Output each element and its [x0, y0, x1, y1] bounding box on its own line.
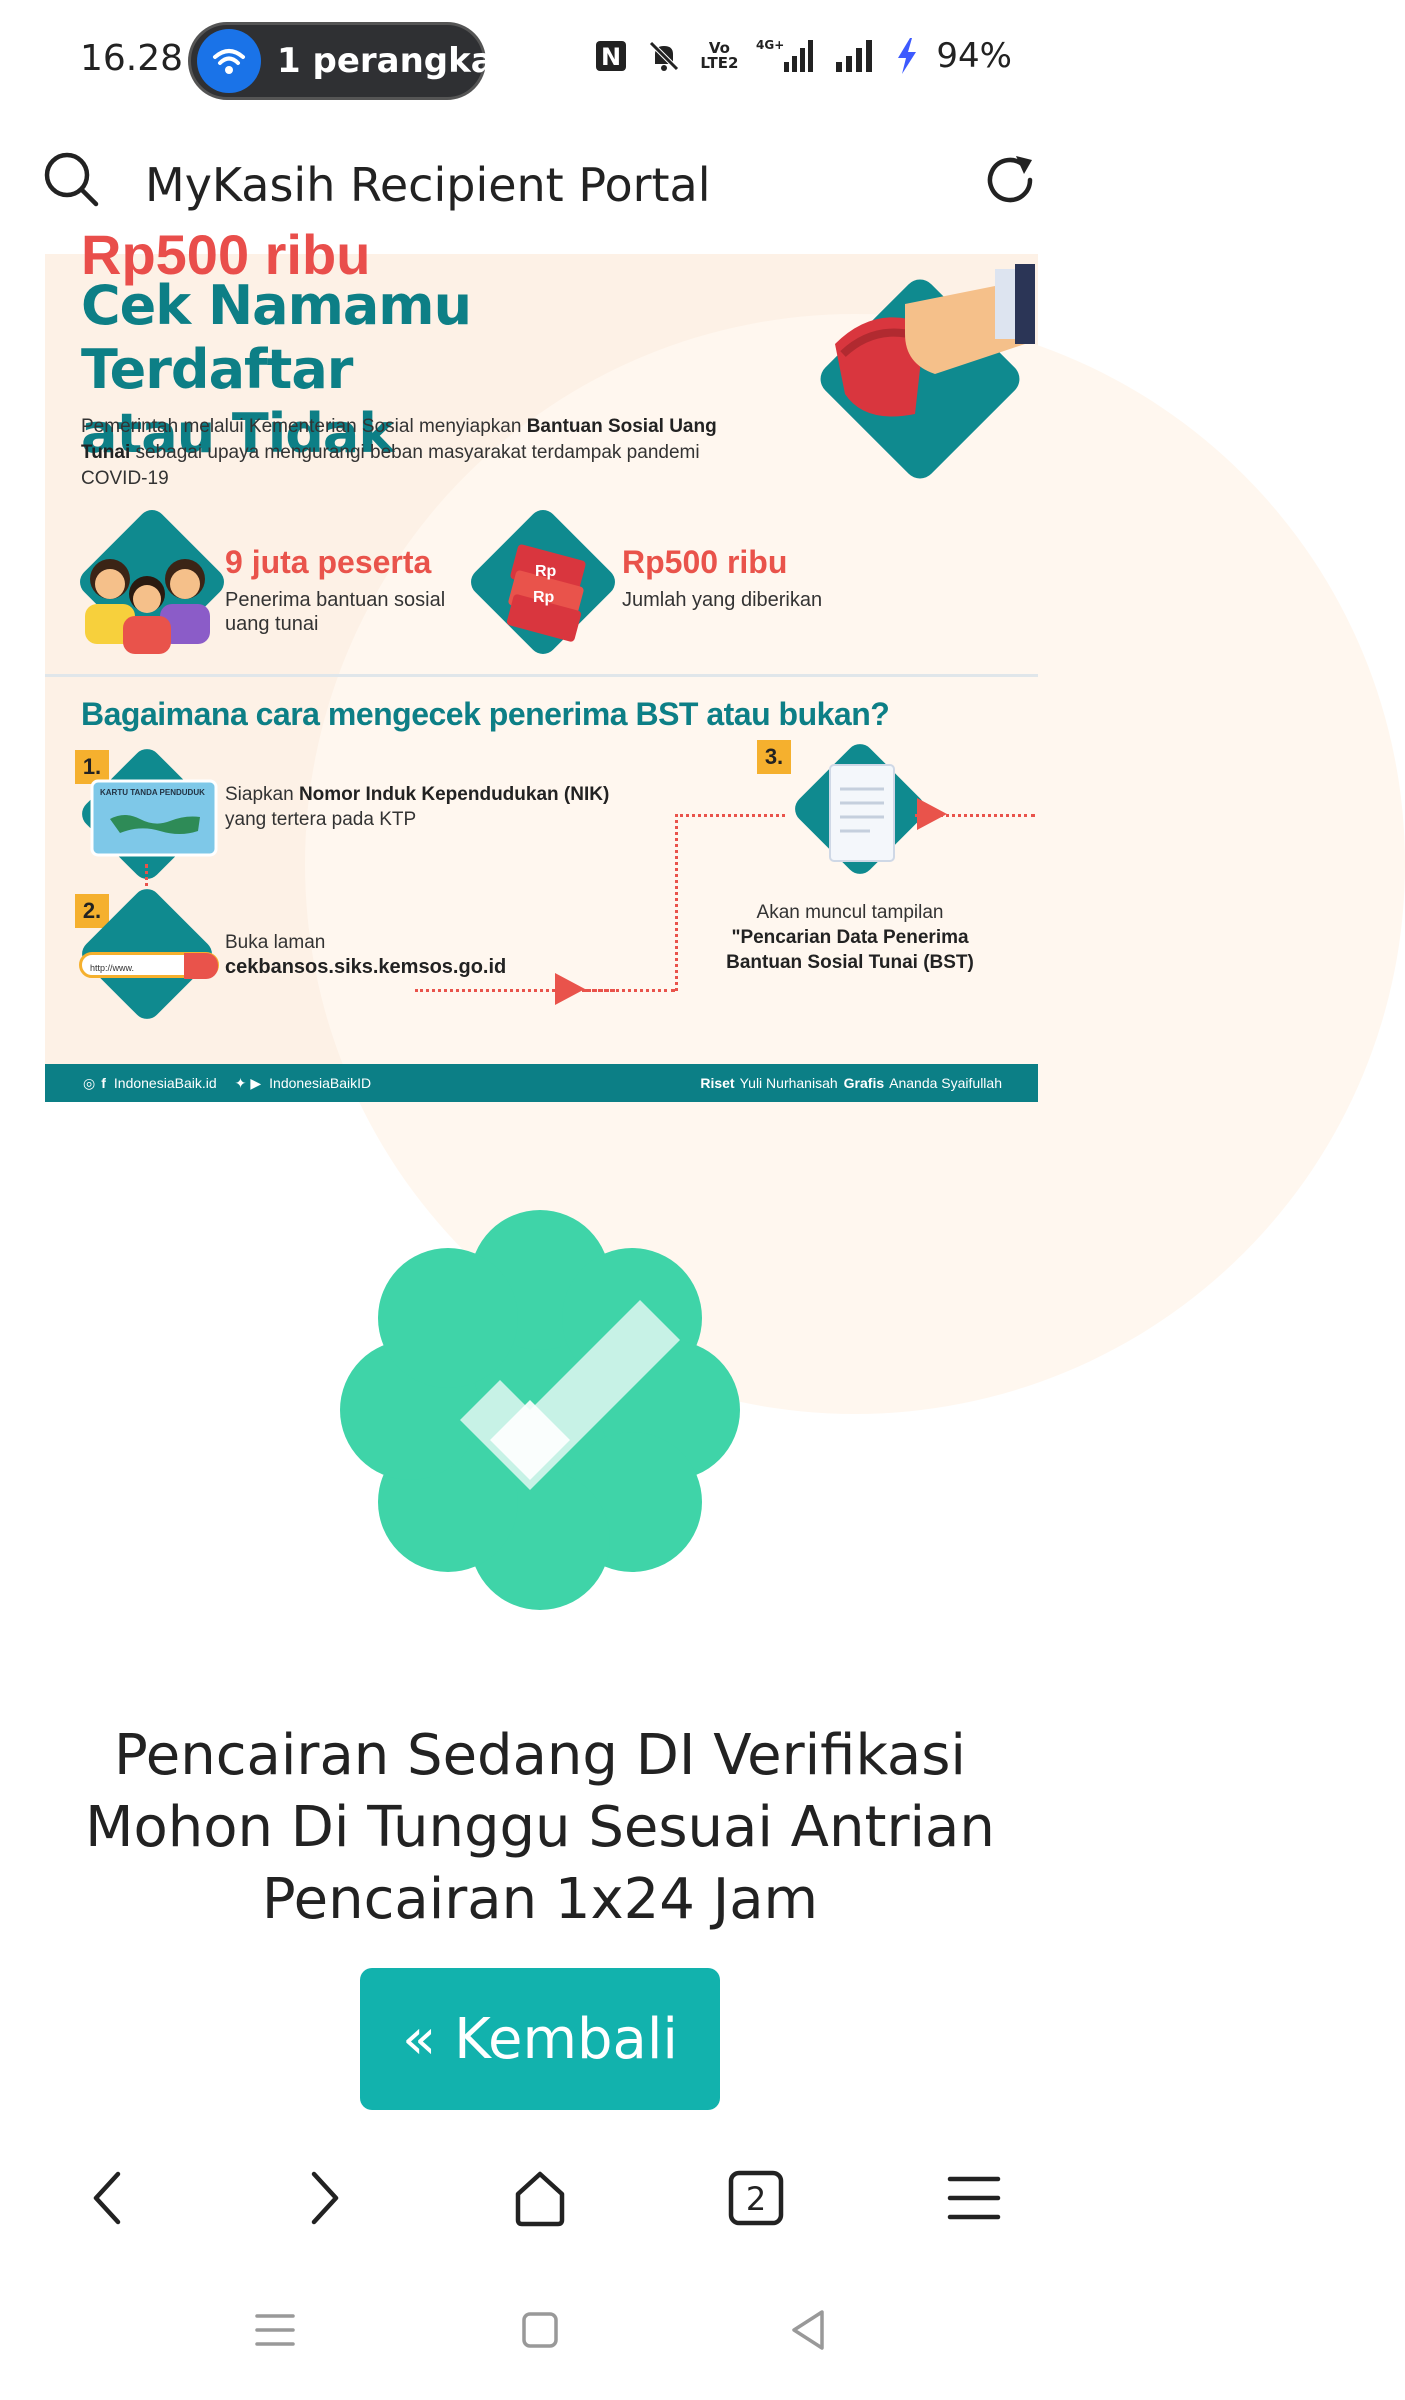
system-back-icon[interactable] [778, 2300, 838, 2360]
browser-header [0, 120, 1080, 250]
step2-text: Buka laman cekbansos.siks.kemsos.go.id [225, 932, 507, 978]
step3-number: 3. [757, 740, 791, 774]
step2-connector-v [675, 814, 678, 991]
page-title[interactable]: MyKasih Recipient Portal [145, 158, 711, 212]
bell-muted-icon [646, 38, 682, 74]
step2-number: 2. [75, 894, 109, 928]
volte-icon: Vo LTE2 [700, 41, 738, 71]
tabs-button[interactable]: 2 [716, 2158, 796, 2238]
step2-connector-h2 [585, 989, 675, 992]
hand-money-illustration [805, 264, 1035, 499]
svg-text:Rp: Rp [535, 563, 557, 580]
hotspot-icon [197, 29, 261, 93]
step2-connector-h [415, 989, 615, 992]
volte-top: Vo [708, 39, 730, 57]
search-icon[interactable] [42, 150, 102, 215]
back-arrow-icon[interactable] [68, 2158, 148, 2238]
verified-badge-icon [340, 1210, 740, 1615]
step1-connector [145, 864, 148, 894]
svg-text:Rp: Rp [533, 589, 555, 606]
step2-arrow [555, 973, 585, 1005]
hotspot-indicator[interactable]: 1 perangka [188, 22, 494, 100]
svg-text:4G+: 4G+ [756, 38, 784, 52]
svg-text:N: N [601, 43, 621, 71]
infographic-intro: Pemerintah melalui Kementerian Sosial me… [81, 416, 717, 489]
volte-bottom: LTE2 [700, 54, 739, 72]
system-recents-icon[interactable] [245, 2300, 305, 2360]
stat1-text: Penerima bantuan sosial uang tunai [225, 589, 446, 635]
money-illustration: Rp Rp [493, 536, 603, 651]
status-time: 16.28 [80, 38, 184, 79]
status-message: Pencairan Sedang DI Verifikasi Mohon Di … [85, 1723, 995, 1932]
status-icons: N Vo LTE2 4G+ [594, 36, 1012, 76]
url-bar-illustration: http://www. [79, 952, 219, 979]
document-illustration [820, 759, 910, 874]
infographic-footer: ◎ f IndonesiaBaik.id ✦ ▶ IndonesiaBaikID… [45, 1064, 1038, 1102]
reload-icon[interactable] [980, 150, 1040, 215]
tabs-count: 2 [746, 2180, 766, 2218]
infographic-divider [45, 674, 1038, 677]
stat1-heading: 9 juta peserta [225, 544, 432, 580]
nfc-icon: N [594, 39, 628, 73]
step3-text: Akan muncul tampilan "Pencarian Data Pen… [726, 902, 974, 973]
infographic-image: Rp500 ribu Cek Namamu Terdaftar atau Tid… [45, 223, 1405, 1414]
facebook-icon: f [101, 1075, 106, 1091]
battery-level: 94% [936, 36, 1012, 76]
instagram-icon: ◎ [83, 1074, 96, 1091]
stat2-heading: Rp500 ribu [622, 544, 788, 580]
home-icon[interactable] [500, 2158, 580, 2238]
signal-icon [834, 38, 878, 74]
charging-icon [896, 38, 918, 74]
people-illustration [75, 544, 225, 659]
youtube-icon: ▶ [250, 1074, 262, 1091]
step1-text: Siapkan Nomor Induk Kependudukan (NIK) y… [225, 784, 610, 830]
hotspot-text: 1 perangka [277, 41, 494, 81]
back-button[interactable]: « Kembali [360, 1968, 720, 2110]
step3-connector-out [915, 814, 1035, 817]
infographic-top-crop: Rp500 ribu [81, 223, 371, 286]
step1-number: 1. [75, 750, 109, 784]
menu-icon[interactable] [934, 2158, 1014, 2238]
signal-4g-icon: 4G+ [756, 38, 816, 74]
svg-text:KARTU TANDA PENDUDUK: KARTU TANDA PENDUDUK [100, 788, 205, 797]
how-heading: Bagaimana cara mengecek penerima BST ata… [81, 696, 890, 732]
status-bar: 16.28 1 perangka N Vo [0, 0, 1080, 120]
system-home-icon[interactable] [510, 2300, 570, 2360]
twitter-icon: ✦ [234, 1074, 247, 1091]
ktp-card-illustration: KARTU TANDA PENDUDUK [90, 779, 220, 864]
stat2-text: Jumlah yang diberikan [622, 589, 823, 611]
step3-arrow [917, 798, 947, 830]
step3-connector-in [675, 814, 785, 817]
infographic-title: Cek Namamu Terdaftar atau Tidak [81, 274, 472, 465]
forward-arrow-icon[interactable] [284, 2158, 364, 2238]
